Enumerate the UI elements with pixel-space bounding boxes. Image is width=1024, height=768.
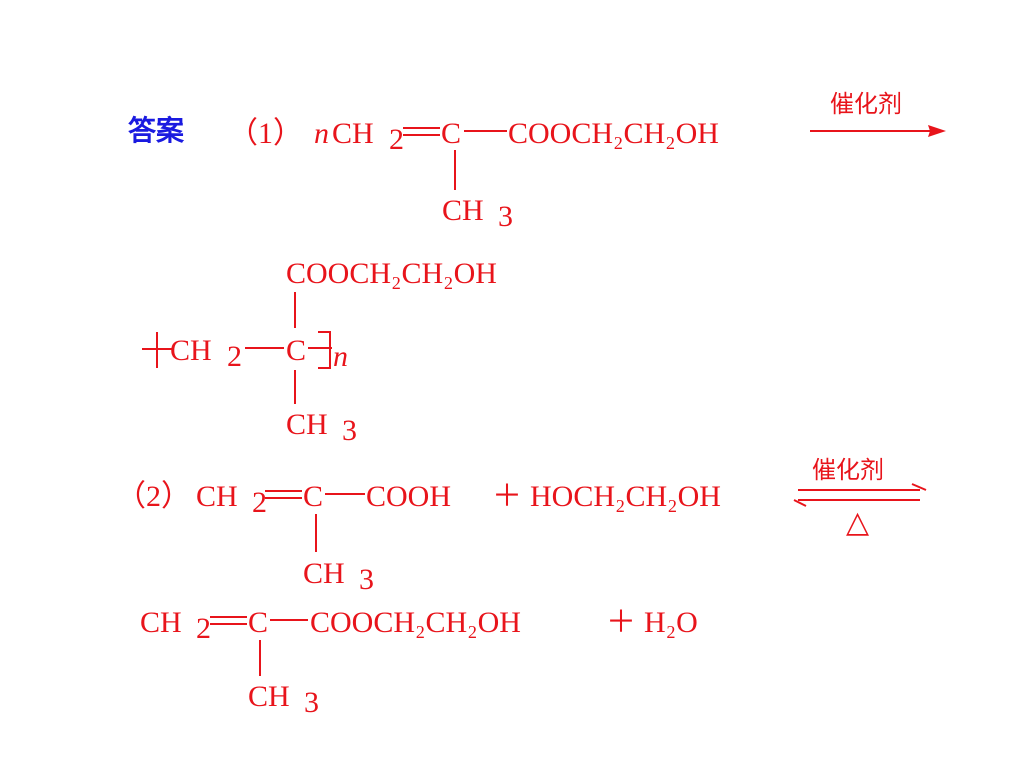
part1-product-n: n [333, 340, 348, 373]
part2-plus: ＋ [492, 480, 522, 513]
part2-heat-symbol: △ [846, 506, 869, 539]
part1-reactant-ch-sub: 2 [389, 123, 404, 156]
part1-arrow-head [928, 125, 946, 137]
part2-reactant-chain: COOH [366, 480, 451, 513]
part1-branch-ch: CH [442, 194, 484, 227]
part2-reactant-c: C [303, 480, 323, 513]
part2-number: （2） [116, 480, 191, 513]
part1-product-right-bracket [318, 331, 331, 369]
part1-number: （1） [228, 117, 303, 150]
part2-product-plus: ＋ [606, 606, 636, 639]
part2-reverse-arrow-head [793, 499, 807, 507]
part2-product-ch-sub: 2 [196, 612, 211, 645]
part1-product-ch: CH [170, 334, 212, 367]
part1-product-ch-sub: 2 [227, 340, 242, 373]
part2-branch-sub: 3 [359, 563, 374, 596]
part1-branch-sub: 3 [498, 200, 513, 233]
part2-product-c: C [248, 606, 268, 639]
part2-product-branch-ch: CH [248, 680, 290, 713]
part1-n-coefficient: n [314, 117, 329, 150]
part1-product-c: C [286, 334, 306, 367]
part1-reactant-ch: CH [332, 117, 374, 150]
part2-forward-arrow-head [911, 483, 927, 491]
part2-catalyst: 催化剂 [812, 456, 884, 484]
part2-water: H₂O [644, 606, 698, 639]
part2-branch-ch: CH [303, 557, 345, 590]
part1-product-bottom-ch: CH [286, 408, 328, 441]
part2-product-ch: CH [140, 606, 182, 639]
part1-reactant-c: C [441, 117, 461, 150]
answer-label: 答案 [128, 114, 185, 147]
part1-product-bottom-sub: 3 [342, 414, 357, 447]
part2-reactant-ch-sub: 2 [252, 486, 267, 519]
part2-reactant-ch: CH [196, 480, 238, 513]
part2-reactant2: HOCH₂CH₂OH [530, 480, 721, 513]
part1-catalyst: 催化剂 [830, 90, 902, 118]
part1-product-top-chain: COOCH₂CH₂OH [286, 257, 497, 290]
part2-product-branch-sub: 3 [304, 686, 319, 719]
part1-reactant-chain: COOCH₂CH₂OH [508, 117, 719, 150]
part2-product-chain: COOCH₂CH₂OH [310, 606, 521, 639]
